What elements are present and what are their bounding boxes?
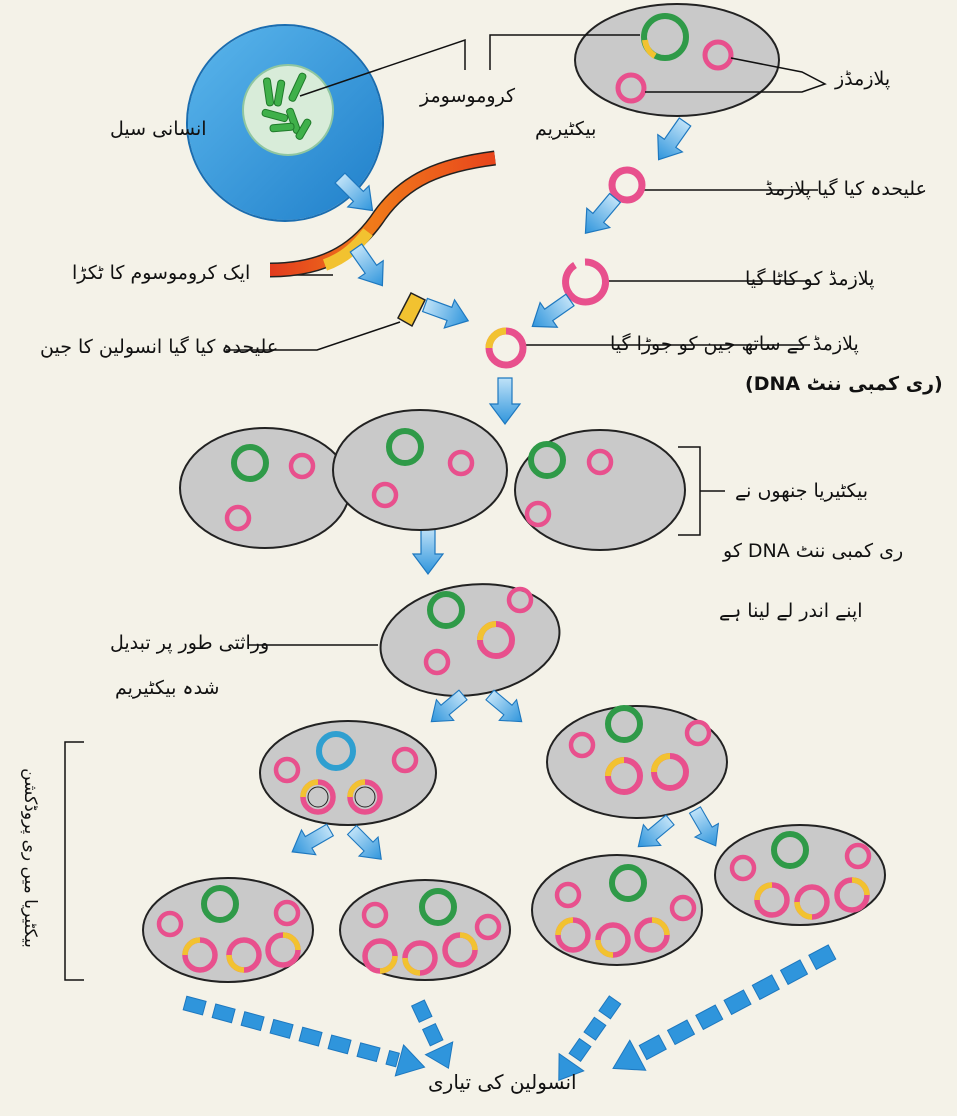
label-gene-joined: پلازمڈ کے ساتھ جین کو جوڑا گیا [610, 333, 859, 356]
label-chromosome-piece: ایک کروموسوم کا ٹکڑا [72, 262, 250, 285]
label-uptake-line3: اپنے اندر لے لینا ہے [719, 600, 863, 623]
cut-plasmid [566, 262, 606, 302]
label-chromosomes: کروموسومز [420, 85, 515, 108]
label-insulin-production: انسولین کی تیاری [428, 1070, 577, 1094]
bacterium-top [575, 4, 779, 116]
label-plasmid-cut: پلازمڈ کو کاٹا گیا [745, 268, 874, 291]
isolated-plasmid [612, 170, 642, 200]
bacterium-gen2-c [532, 855, 702, 965]
label-human-cell: انسانی سیل [110, 118, 207, 141]
label-transformed-line1: وراثتی طور پر تبدیل [110, 632, 269, 655]
label-recombinant-dna: (ری کمبی ننٹ DNA) [745, 373, 943, 396]
label-insulin-gene: علیحدہ کیا گیا انسولین کا جین [40, 336, 278, 359]
label-transformed-line2: شدہ بیکٹیریم [115, 677, 219, 700]
bacterium-gen2-d [715, 825, 885, 925]
insulin-gene-fragment [398, 293, 425, 326]
bacterium-gen1-right [547, 706, 727, 818]
bacterium-gen2-a [143, 878, 313, 982]
label-uptake-line2: ری کمبی ننٹ DNA کو [723, 540, 903, 563]
recombinant-plasmid [489, 331, 523, 365]
label-uptake-line1: بیکٹیریا جنھوں نے [735, 480, 868, 503]
label-isolated-plasmid: علیحدہ کیا گیا پلازمڈ [765, 178, 927, 201]
label-bacterium: بیکٹیریم [535, 118, 596, 141]
uptake-bacteria [180, 410, 685, 550]
bacterium-gen1-left [260, 721, 436, 825]
bacterium-gen2-b [340, 880, 510, 980]
transformed-bacterium [373, 573, 567, 707]
label-plasmids: پلازمڈز [835, 68, 890, 91]
label-reproduction: بیکٹیریا میں ری پروڈکشن [20, 768, 40, 948]
